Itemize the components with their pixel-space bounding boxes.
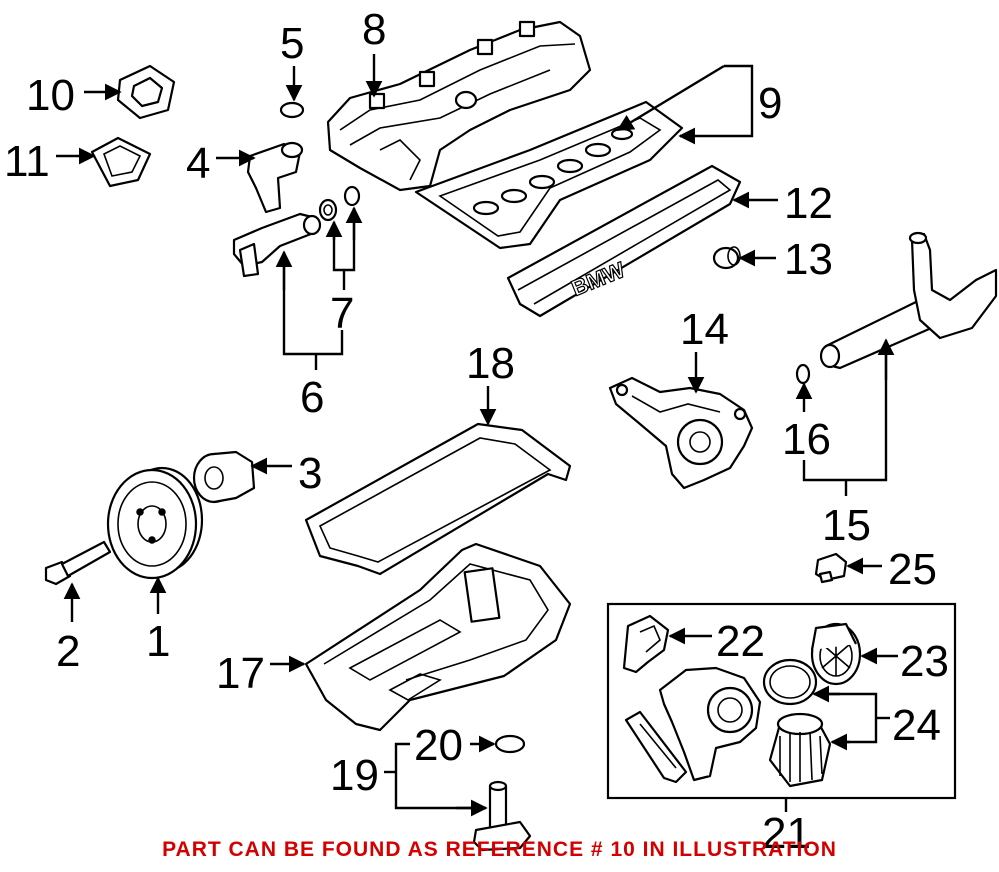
leader-lines xyxy=(56,54,898,817)
part-16-o-ring[interactable] xyxy=(795,363,811,385)
part-19-drain-plug[interactable] xyxy=(472,780,532,852)
part-14-oil-pump[interactable] xyxy=(608,376,754,490)
part-3-hub[interactable] xyxy=(192,450,256,504)
callout-19: 19 xyxy=(330,751,379,800)
callout-23: 23 xyxy=(900,637,949,686)
reference-notice: PART CAN BE FOUND AS REFERENCE # 10 IN I… xyxy=(162,838,837,861)
part-5-o-ring[interactable] xyxy=(279,101,305,119)
part-13-plug[interactable] xyxy=(712,246,741,270)
callout-7: 7 xyxy=(330,289,354,338)
callout-17: 17 xyxy=(216,649,265,698)
callout-22: 22 xyxy=(716,617,765,666)
callout-4: 4 xyxy=(186,139,210,188)
callout-12: 12 xyxy=(784,179,833,228)
part-2-bolt[interactable] xyxy=(44,540,112,586)
callout-10: 10 xyxy=(26,71,75,120)
part-22-bracket[interactable] xyxy=(622,614,670,674)
callout-21: 21 xyxy=(762,809,811,858)
part-17-oil-pan[interactable] xyxy=(304,542,572,732)
part-7-seals[interactable] xyxy=(318,185,361,222)
part-1-pulley[interactable] xyxy=(106,466,204,580)
callout-16: 16 xyxy=(782,415,831,464)
part-18-oil-pan-gasket[interactable] xyxy=(304,422,572,576)
callout-3: 3 xyxy=(298,449,322,498)
callout-25: 25 xyxy=(888,545,937,594)
part-20-o-ring[interactable] xyxy=(494,734,526,754)
part-15-pickup-tube[interactable] xyxy=(819,231,998,370)
part-6-solenoid[interactable] xyxy=(232,212,322,278)
callout-13: 13 xyxy=(784,235,833,284)
callout-11: 11 xyxy=(4,137,50,186)
callout-24: 24 xyxy=(892,701,941,750)
part-24-filter-element[interactable] xyxy=(762,658,832,788)
part-10-grommet[interactable] xyxy=(116,64,176,120)
part-21-filter-housing-assembly[interactable] xyxy=(606,602,957,800)
callout-6: 6 xyxy=(300,373,324,422)
part-25-sensor[interactable] xyxy=(814,552,848,584)
part-9-gasket[interactable] xyxy=(414,100,684,250)
callout-15: 15 xyxy=(822,501,871,550)
callout-2: 2 xyxy=(56,627,80,676)
callout-5: 5 xyxy=(280,19,304,68)
callout-20: 20 xyxy=(414,721,463,770)
callout-14: 14 xyxy=(680,305,729,354)
callout-1: 1 xyxy=(146,617,170,666)
part-8-valve-cover[interactable] xyxy=(326,20,592,192)
part-4-sensor[interactable] xyxy=(246,141,304,214)
callout-9: 9 xyxy=(758,79,782,128)
callout-8: 8 xyxy=(362,5,386,54)
callout-18: 18 xyxy=(466,339,515,388)
part-23-filter-cap[interactable] xyxy=(810,622,862,686)
part-11-gasket[interactable] xyxy=(90,136,152,188)
